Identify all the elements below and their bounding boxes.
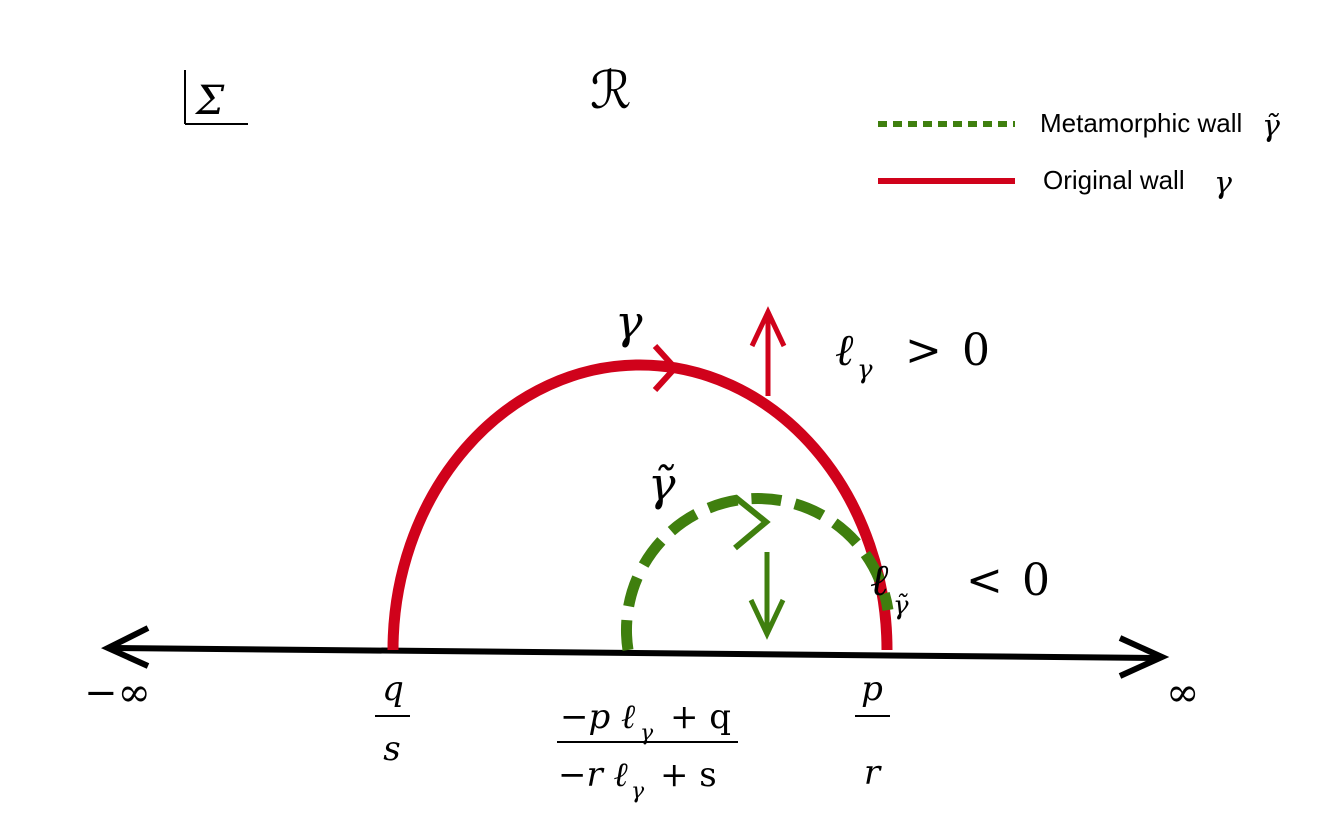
svg-text:ℓ: ℓ bbox=[835, 325, 854, 376]
svg-text:<: < bbox=[966, 555, 1003, 606]
region-label: ℛ bbox=[590, 61, 632, 121]
sigma-corner-mark: Σ bbox=[184, 70, 248, 125]
real-axis bbox=[101, 625, 1170, 679]
svg-text:0: 0 bbox=[962, 325, 990, 376]
svg-text:γ: γ bbox=[631, 779, 645, 804]
ell-gamma-positive: ℓ γ > 0 bbox=[835, 325, 990, 385]
svg-text:−r ℓ: −r ℓ bbox=[558, 755, 628, 795]
svg-text:γ̃: γ̃ bbox=[893, 591, 909, 621]
svg-text:r: r bbox=[864, 753, 882, 793]
axis-right-arrowhead bbox=[1118, 635, 1170, 679]
svg-text:ℓ: ℓ bbox=[870, 555, 889, 606]
svg-text:>: > bbox=[905, 325, 942, 376]
p-over-r-label: p r bbox=[855, 669, 890, 793]
negative-normal-arrow bbox=[748, 552, 786, 640]
ell-tilde-gamma-negative: ℓ γ̃ < 0 bbox=[870, 555, 1050, 621]
svg-text:q: q bbox=[382, 669, 404, 709]
original-wall-arc bbox=[387, 359, 893, 651]
sigma-label: Σ bbox=[194, 78, 225, 124]
svg-text:p: p bbox=[861, 669, 883, 709]
positive-normal-arrow bbox=[749, 306, 787, 396]
axis-left-arrowhead bbox=[101, 625, 150, 669]
svg-text:+ q: + q bbox=[670, 697, 731, 737]
minus-infinity-label: −∞ bbox=[84, 670, 151, 716]
original-wall-label: γ bbox=[615, 295, 643, 349]
q-over-s-label: q s bbox=[375, 669, 410, 769]
original-wall-direction-arrow bbox=[652, 343, 680, 393]
svg-text:γ: γ bbox=[640, 721, 654, 746]
legend-metamorphic-symbol: γ̃ bbox=[1262, 109, 1280, 144]
legend-metamorphic-label: Metamorphic wall bbox=[1040, 108, 1242, 138]
metamorphic-wall-label: γ̃ bbox=[648, 457, 676, 511]
metamorphic-wall-arc bbox=[620, 492, 894, 651]
infinity-label: ∞ bbox=[1166, 670, 1199, 716]
legend: Metamorphic wall γ̃ Original wall γ bbox=[878, 108, 1280, 201]
legend-original-symbol: γ bbox=[1214, 166, 1232, 201]
metamorphic-wall-direction-arrow bbox=[733, 494, 771, 551]
svg-text:γ: γ bbox=[857, 355, 873, 385]
svg-text:−p ℓ: −p ℓ bbox=[560, 697, 635, 737]
svg-text:0: 0 bbox=[1022, 555, 1050, 606]
legend-original-label: Original wall bbox=[1043, 165, 1185, 195]
mobius-image-label: −p ℓ γ + q −r ℓ γ + s bbox=[557, 697, 738, 804]
svg-text:+ s: + s bbox=[660, 755, 717, 795]
svg-text:s: s bbox=[383, 729, 400, 769]
